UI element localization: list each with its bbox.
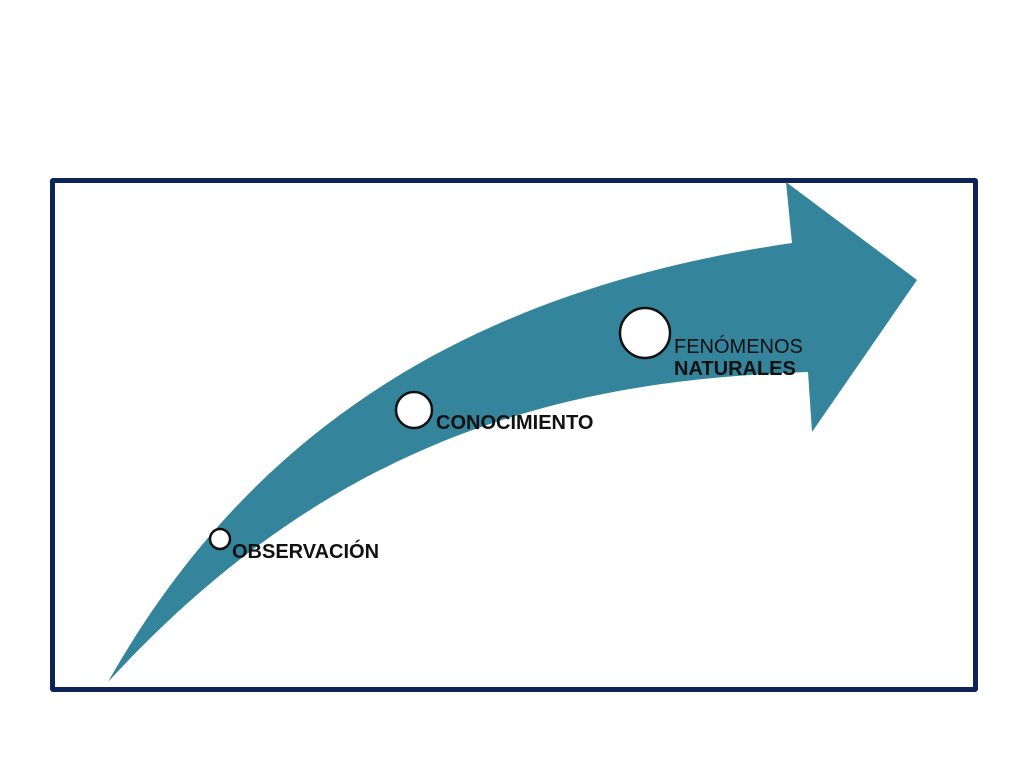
step-label-fenomenos-line1: FENÓMENOS [674,336,803,358]
step-label-fenomenos: FENÓMENOS NATURALES [674,336,803,381]
conocimiento-marker [394,390,434,430]
curved-arrow [108,182,917,682]
diagram-frame [50,178,978,692]
step-label-fenomenos-line2: NATURALES [674,358,796,381]
step-label-conocimiento: CONOCIMIENTO [436,412,594,434]
observacion-marker [208,527,232,551]
step-label-observacion: OBSERVACIÓN [232,541,380,563]
fenomenos-marker [618,306,672,360]
